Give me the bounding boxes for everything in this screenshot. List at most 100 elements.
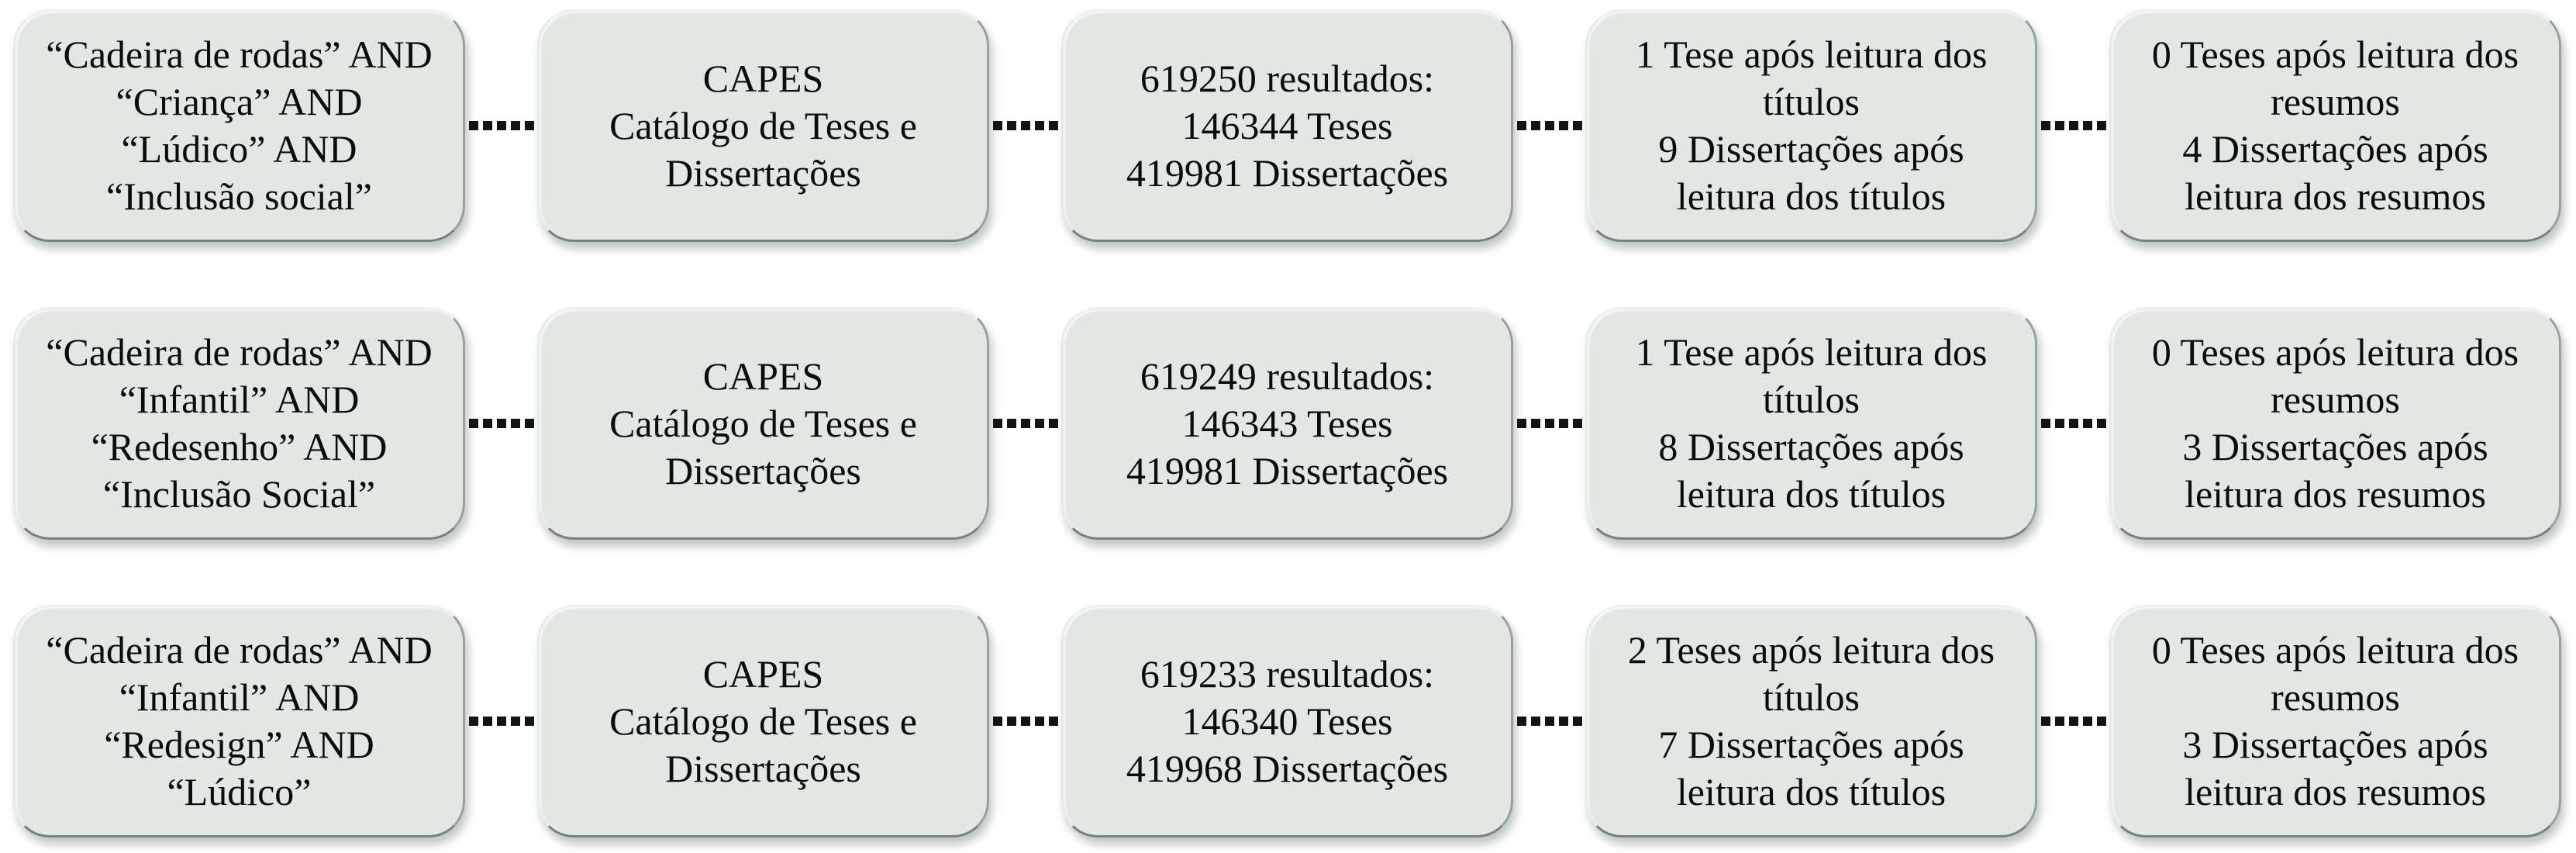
box-text-line: 9 Dissertações após <box>1658 127 1964 171</box>
dotted-connector <box>1513 9 1585 242</box>
connector-dot <box>2082 121 2092 130</box>
connector-dot <box>496 121 506 130</box>
box-text-line: resumos <box>2271 80 2400 123</box>
connector-dot <box>2068 121 2078 130</box>
box-text-line: 3 Dissertações após <box>2182 723 2488 766</box>
box-text-line: “Criança” AND <box>116 80 363 123</box>
connector-dot <box>1020 419 1030 428</box>
box-text-line: 3 Dissertações após <box>2182 425 2488 468</box>
box-text-line: leitura dos resumos <box>2185 472 2486 516</box>
box-text-line: “Cadeira de rodas” AND <box>46 33 433 76</box>
flow-row: “Cadeira de rodas” AND“Infantil” AND“Red… <box>13 605 2576 837</box>
connector-dot <box>524 717 534 726</box>
box-text-line: 619233 resultados: <box>1140 651 1435 696</box>
box-text-line: 0 Teses após leitura dos <box>2151 33 2519 76</box>
box-text-line: 619249 resultados: <box>1140 354 1435 398</box>
connector-dot <box>2040 419 2050 428</box>
box-text-line: 1 Tese após leitura dos <box>1635 33 1988 76</box>
flow-box-search-query: “Cadeira de rodas” AND“Criança” AND“Lúdi… <box>13 9 465 242</box>
connector-dot <box>2068 717 2078 726</box>
box-text-line: Catálogo de Teses e <box>609 103 917 147</box>
connector-dot <box>1572 419 1582 428</box>
box-text-line: leitura dos títulos <box>1676 472 1947 516</box>
connector-dot <box>2054 717 2064 726</box>
connector-dot <box>1530 121 1540 130</box>
box-text-line: 2 Teses após leitura dos <box>1627 628 1995 672</box>
connector-dot <box>1558 419 1568 428</box>
connector-dot <box>1544 121 1554 130</box>
connector-dot <box>992 419 1002 428</box>
box-text-line: 419981 Dissertações <box>1126 448 1449 492</box>
connector-dot <box>482 121 492 130</box>
connector-dot <box>992 121 1002 130</box>
box-text-line: “Redesenho” AND <box>91 425 388 468</box>
connector-dot <box>1572 121 1582 130</box>
box-text-line: leitura dos resumos <box>2185 174 2486 218</box>
dotted-connector <box>465 9 537 242</box>
box-text-line: 146340 Teses <box>1181 699 1393 743</box>
connector-dot <box>510 121 520 130</box>
connector-dot <box>2040 121 2050 130</box>
connector-dot <box>1048 419 1058 428</box>
connector-dot <box>2082 419 2092 428</box>
connector-dot <box>1516 717 1526 726</box>
connector-dot <box>992 717 1002 726</box>
box-text-line: 619250 resultados: <box>1140 56 1435 100</box>
flow-box-search-query: “Cadeira de rodas” AND“Infantil” AND“Red… <box>13 307 465 540</box>
box-text-line: títulos <box>1762 675 1860 719</box>
box-text-line: “Infantil” AND <box>119 378 360 421</box>
connector-dot <box>1544 717 1554 726</box>
box-text-line: “Cadeira de rodas” AND <box>46 628 433 672</box>
box-text-line: 7 Dissertações após <box>1658 723 1964 766</box>
box-text-line: Dissertações <box>665 746 861 790</box>
connector-dot <box>1034 121 1044 130</box>
connector-dot <box>496 419 506 428</box>
connector-dot <box>496 717 506 726</box>
box-text-line: 0 Teses após leitura dos <box>2151 330 2519 374</box>
box-text-line: “Inclusão social” <box>106 174 372 218</box>
connector-dot <box>1006 419 1016 428</box>
connector-dot <box>1048 717 1058 726</box>
connector-dot <box>1034 717 1044 726</box>
box-text-line: Dissertações <box>665 448 861 492</box>
dotted-connector <box>989 605 1061 837</box>
flow-box-search-query: “Cadeira de rodas” AND“Infantil” AND“Red… <box>13 605 465 837</box>
connector-dot <box>482 717 492 726</box>
box-text-line: Catálogo de Teses e <box>609 699 917 743</box>
connector-dot <box>510 717 520 726</box>
box-text-line: 0 Teses após leitura dos <box>2151 628 2519 672</box>
connector-dot <box>2096 717 2106 726</box>
box-text-line: 1 Tese após leitura dos <box>1635 330 1988 374</box>
box-text-line: leitura dos títulos <box>1676 174 1947 218</box>
connector-dot <box>468 419 478 428</box>
box-text-line: “Lúdico” AND <box>121 127 357 171</box>
connector-dot <box>1020 717 1030 726</box>
connector-dot <box>1516 121 1526 130</box>
box-text-line: Dissertações <box>665 150 861 195</box>
box-text-line: títulos <box>1762 378 1860 421</box>
box-text-line: 146344 Teses <box>1181 103 1393 147</box>
connector-dot <box>1020 121 1030 130</box>
connector-dot <box>1006 717 1016 726</box>
box-text-line: resumos <box>2271 378 2400 421</box>
box-text-line: 146343 Teses <box>1181 401 1393 445</box>
box-text-line: CAPES <box>702 56 824 100</box>
connector-dot <box>1544 419 1554 428</box>
dotted-connector <box>1513 307 1585 540</box>
box-text-line: “Cadeira de rodas” AND <box>46 330 433 374</box>
box-text-line: 419968 Dissertações <box>1126 746 1449 790</box>
box-text-line: Catálogo de Teses e <box>609 401 917 445</box>
box-text-line: 419981 Dissertações <box>1126 150 1449 195</box>
connector-dot <box>2068 419 2078 428</box>
connector-dot <box>524 121 534 130</box>
